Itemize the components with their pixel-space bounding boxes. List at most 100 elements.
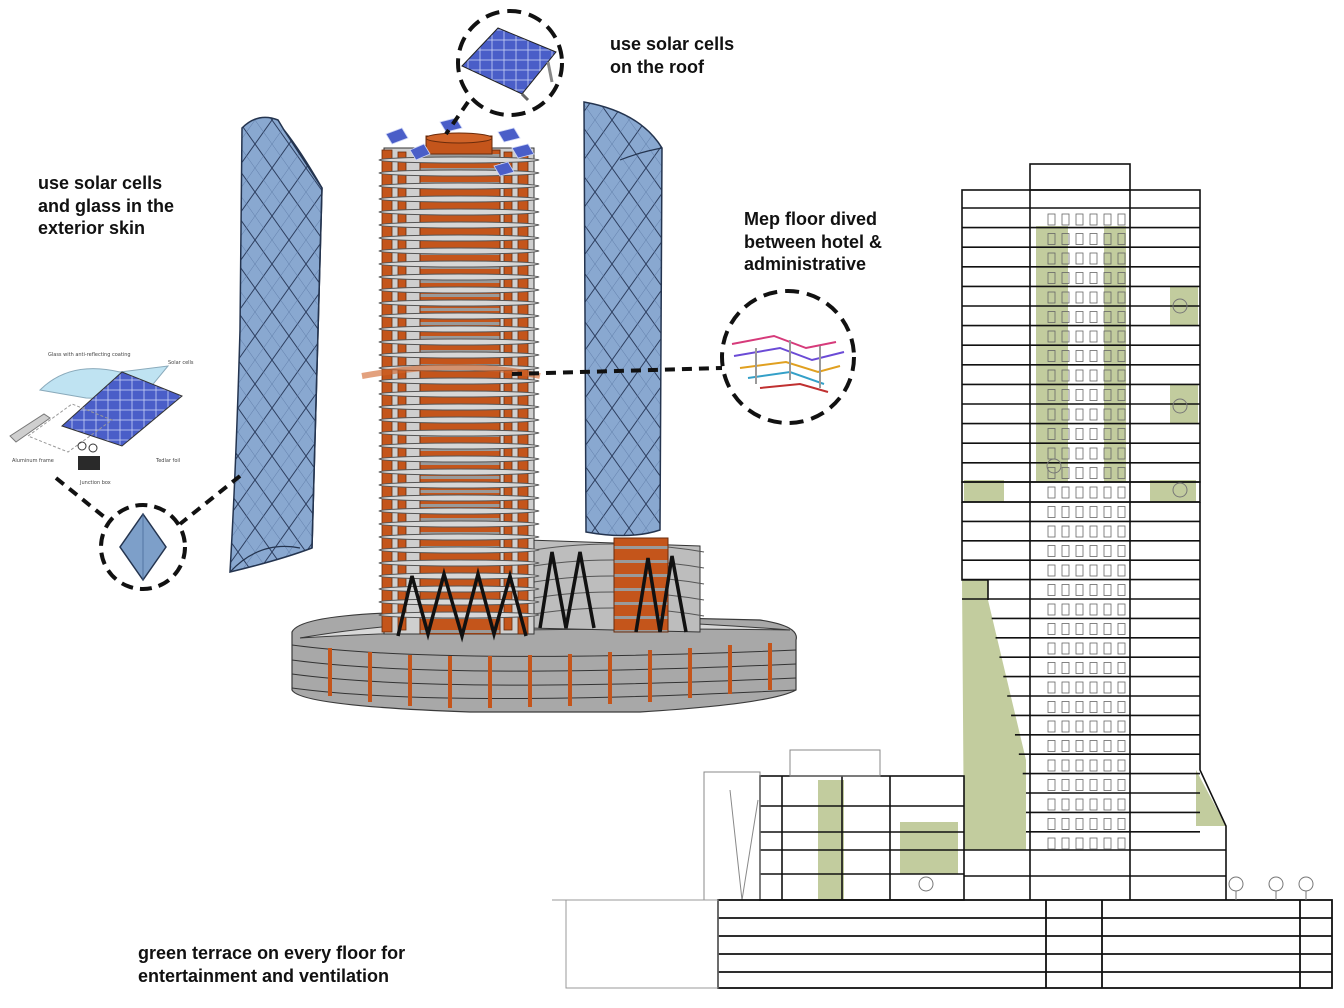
section-window (1089, 506, 1098, 518)
section-window (1075, 350, 1084, 362)
tower-floor-slab (378, 429, 540, 437)
section-window (1061, 584, 1070, 596)
section-window (1061, 837, 1070, 850)
base-block (552, 899, 1333, 989)
section-window (1089, 486, 1098, 499)
section-window (1061, 252, 1070, 265)
section-window (1117, 642, 1126, 655)
section-window (1089, 291, 1098, 304)
tower-floor-slab (378, 403, 540, 411)
tower-floor-slab (378, 377, 540, 385)
tower-floor-slab (378, 247, 540, 255)
section-window (1075, 662, 1084, 674)
section-window (1075, 681, 1084, 694)
section-window (1089, 369, 1098, 382)
section-window (1061, 389, 1070, 401)
section-window (1103, 467, 1112, 479)
tower-floor-slab (378, 299, 540, 307)
section-window (1103, 506, 1112, 518)
section-window (1089, 408, 1098, 421)
section-window (1089, 330, 1098, 343)
junction-box-label: Junction box (80, 480, 111, 486)
exterior-skin-annotation: use solar cells and glass in the exterio… (38, 173, 175, 238)
section-window (1089, 603, 1098, 616)
lower-block (703, 749, 965, 901)
tower-floor-slab (378, 585, 540, 593)
tower-floor-slab (378, 481, 540, 489)
section-window (1061, 662, 1070, 674)
section-window (1047, 291, 1056, 304)
section-window (1047, 525, 1056, 538)
section-window (1075, 369, 1084, 382)
section-window (1061, 740, 1070, 752)
section-window (1103, 584, 1112, 596)
section-window (1075, 798, 1084, 811)
section-window (1075, 467, 1084, 479)
section-window (1075, 759, 1084, 772)
section-window (1047, 408, 1056, 421)
roof-crown (1029, 163, 1131, 191)
section-window (1103, 720, 1112, 733)
section-window (1047, 818, 1056, 830)
tower-floor-slab (378, 312, 540, 320)
section-window (1117, 272, 1126, 284)
section-window (1047, 330, 1056, 343)
section-window (1117, 798, 1126, 811)
tower-floor-slab (378, 455, 540, 463)
section-window (1117, 701, 1126, 713)
section-window (1117, 779, 1126, 791)
tower-floor-slab (378, 234, 540, 242)
section-window (1061, 798, 1070, 811)
section-window (1075, 447, 1084, 460)
section-window (1047, 486, 1056, 499)
section-window (1089, 584, 1098, 596)
section-window (1103, 350, 1112, 362)
tower-floor-slab (378, 260, 540, 268)
section-window (1103, 369, 1112, 382)
section-window (1061, 350, 1070, 362)
section-window (1117, 291, 1126, 304)
tower-right-edge (1199, 502, 1227, 900)
section-window (1103, 798, 1112, 811)
section-window (1103, 759, 1112, 772)
section-window (1075, 740, 1084, 752)
section-window (1089, 272, 1098, 284)
low-rise-wing (521, 537, 705, 633)
section-window (1089, 213, 1098, 226)
section-window (1061, 447, 1070, 460)
section-window (1103, 603, 1112, 616)
section-window (1089, 525, 1098, 538)
section-window (1117, 389, 1126, 401)
section-window (1089, 720, 1098, 733)
section-window (1075, 837, 1084, 850)
tower-floor-slab (378, 390, 540, 398)
section-window (1103, 642, 1112, 655)
section-window (1047, 662, 1056, 674)
section-window (1061, 272, 1070, 284)
section-window (1103, 740, 1112, 752)
section-window (1117, 603, 1126, 616)
section-window (1089, 447, 1098, 460)
right-facade-shell (583, 101, 663, 537)
tower-floor-slab (378, 494, 540, 502)
section-window (1075, 311, 1084, 323)
section-window (1117, 311, 1126, 323)
trees (918, 298, 1314, 900)
section-window (1103, 272, 1112, 284)
section-window (1075, 779, 1084, 791)
section-window (1061, 603, 1070, 616)
section-window (1103, 525, 1112, 538)
section-window (1089, 662, 1098, 674)
section-window (1117, 408, 1126, 421)
section-window (1047, 642, 1056, 655)
section-window (1061, 428, 1070, 440)
section-window (1075, 486, 1084, 499)
section-window (1061, 233, 1070, 245)
section-window (1103, 330, 1112, 343)
section-window (1075, 252, 1084, 265)
section-window (1089, 545, 1098, 557)
section-window (1047, 545, 1056, 557)
left-facade-shell (229, 116, 323, 573)
section-window (1103, 701, 1112, 713)
section-window (1061, 720, 1070, 733)
